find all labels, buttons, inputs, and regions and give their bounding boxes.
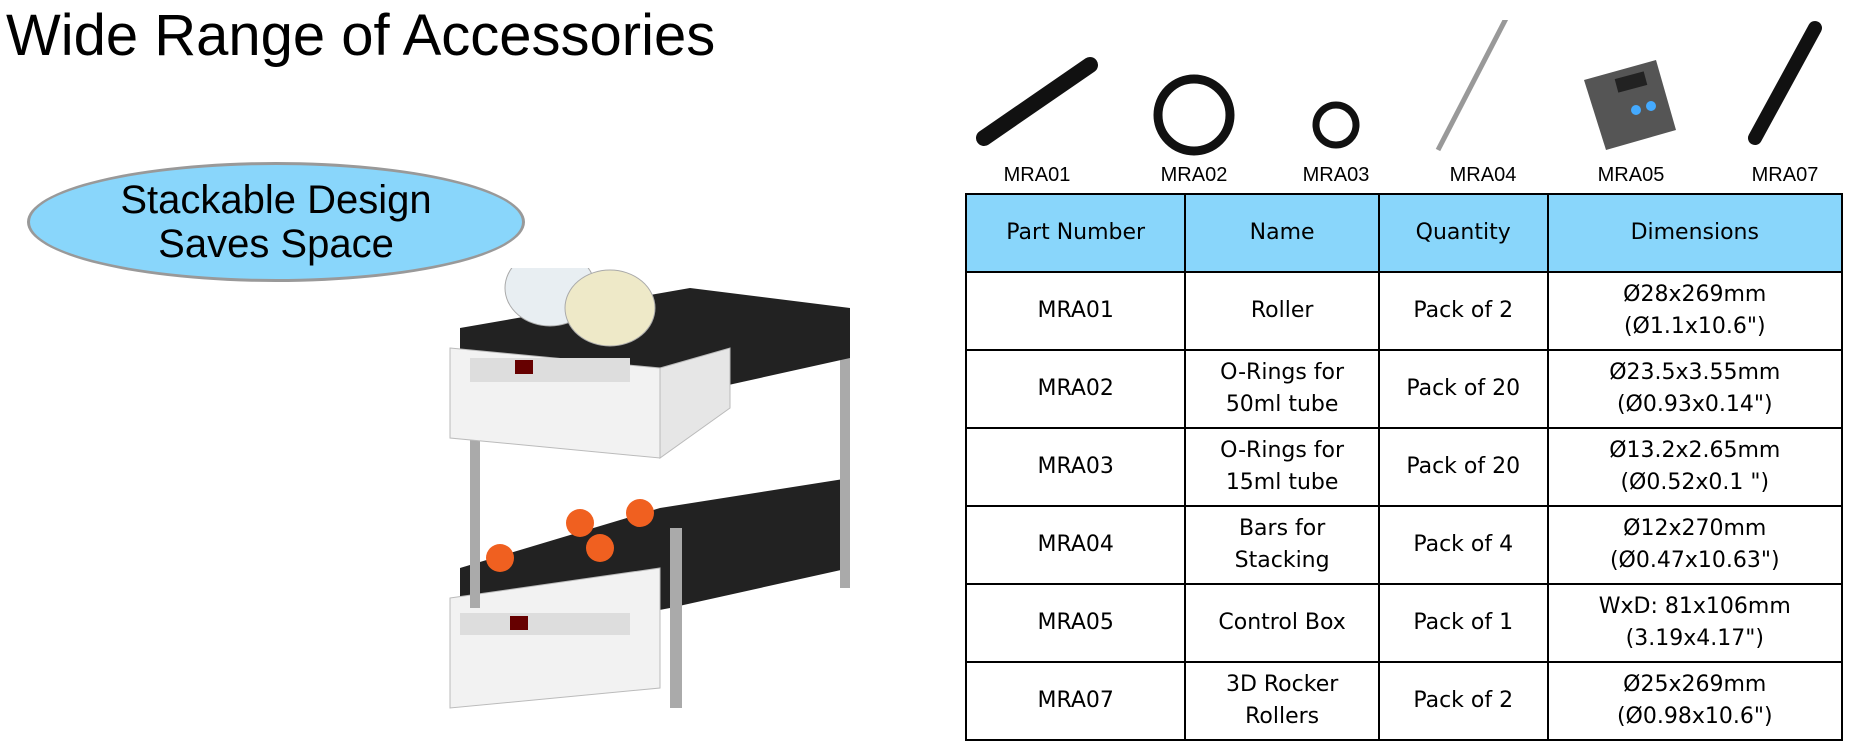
accessory-mra02: MRA02 — [1119, 20, 1269, 190]
cell-dimensions-line: (Ø0.98x10.6") — [1616, 704, 1773, 729]
small-o-ring-icon — [1312, 101, 1360, 149]
accessory-label: MRA01 — [1003, 164, 1071, 186]
cell-dimensions-line: Ø12x270mm — [1623, 516, 1767, 541]
cell-quantity: Pack of 20 — [1377, 349, 1549, 429]
cell-quantity: Pack of 2 — [1377, 271, 1549, 351]
accessory-label: MRA02 — [1160, 164, 1228, 186]
cell-name-line: O-Rings for — [1220, 438, 1345, 463]
accessory-mra03: MRA03 — [1261, 20, 1411, 190]
rocker-roller-icon — [1748, 21, 1822, 145]
feature-bubble: Stackable Design Saves Space — [27, 162, 525, 282]
cell-quantity: Pack of 2 — [1377, 661, 1549, 741]
cell-quantity: Pack of 1 — [1377, 583, 1549, 663]
roller-icon — [976, 57, 1098, 146]
accessory-label: MRA05 — [1597, 164, 1665, 186]
stacking-bar-icon — [1435, 20, 1509, 152]
cell-dimensions: Ø25x269mm (Ø0.98x10.6") — [1546, 661, 1844, 741]
header-dimensions: Dimensions — [1546, 193, 1844, 273]
cell-name-line: Control Box — [1218, 610, 1346, 635]
cell-dimensions-line: (Ø1.1x10.6") — [1623, 314, 1766, 339]
accessory-mra07: MRA07 — [1710, 20, 1853, 190]
cell-dimensions-line: (Ø0.52x0.1 ") — [1620, 470, 1770, 495]
cell-quantity: Pack of 20 — [1377, 427, 1549, 507]
cell-part-number: MRA07 — [964, 661, 1187, 741]
cell-name-line: 50ml tube — [1225, 392, 1339, 417]
bubble-line-2: Saves Space — [158, 222, 394, 266]
header-name: Name — [1184, 193, 1380, 273]
table-row: MRA05 Control Box Pack of 1 WxD: 81x106mm (3… — [964, 583, 1844, 663]
cell-dimensions-line: (3.19x4.17") — [1625, 626, 1764, 651]
control-box-icon — [1584, 60, 1676, 150]
cell-name-line: Stacking — [1234, 548, 1330, 573]
cell-quantity: Pack of 4 — [1377, 505, 1549, 585]
cell-dimensions: Ø23.5x3.55mm (Ø0.93x0.14") — [1546, 349, 1844, 429]
cell-dimensions: WxD: 81x106mm (3.19x4.17") — [1546, 583, 1844, 663]
cell-name-line: Rollers — [1245, 704, 1320, 729]
cell-dimensions: Ø28x269mm (Ø1.1x10.6") — [1546, 271, 1844, 351]
table-row: MRA01 Roller Pack of 2 Ø28x269mm (Ø1.1x10.6"… — [964, 271, 1844, 351]
cell-name: O-Rings for 15ml tube — [1184, 427, 1380, 507]
cell-part-number: MRA03 — [964, 427, 1187, 507]
cell-name: Control Box — [1184, 583, 1380, 663]
cell-dimensions-line: Ø28x269mm — [1623, 282, 1767, 307]
bubble-line-1: Stackable Design — [120, 178, 432, 222]
cell-dimensions-line: WxD: 81x106mm — [1598, 594, 1791, 619]
accessory-mra05: MRA05 — [1556, 20, 1706, 190]
large-o-ring-icon — [1153, 74, 1235, 156]
cell-dimensions-line: Ø23.5x3.55mm — [1609, 360, 1781, 385]
cell-name-line: Bars for — [1238, 516, 1326, 541]
accessory-label: MRA03 — [1302, 164, 1370, 186]
cell-dimensions-line: Ø13.2x2.65mm — [1609, 438, 1781, 463]
cell-dimensions: Ø13.2x2.65mm (Ø0.52x0.1 ") — [1546, 427, 1844, 507]
accessory-label: MRA07 — [1751, 164, 1819, 186]
cell-part-number: MRA05 — [964, 583, 1187, 663]
accessories-table: Part Number Name Quantity Dimensions MRA… — [964, 193, 1844, 741]
accessory-mra04: MRA04 — [1408, 20, 1558, 190]
cell-dimensions-line: Ø25x269mm — [1623, 672, 1767, 697]
cell-dimensions-line: (Ø0.93x0.14") — [1616, 392, 1773, 417]
accessory-label: MRA04 — [1449, 164, 1517, 186]
table-header-row: Part Number Name Quantity Dimensions — [964, 193, 1844, 273]
cell-name-line: 3D Rocker — [1225, 672, 1339, 697]
cell-part-number: MRA02 — [964, 349, 1187, 429]
header-quantity: Quantity — [1377, 193, 1549, 273]
cell-part-number: MRA04 — [964, 505, 1187, 585]
accessory-mra01: MRA01 — [962, 20, 1112, 190]
cell-name-line: O-Rings for — [1220, 360, 1345, 385]
stacked-roller-product-image — [449, 268, 850, 709]
cell-name: Roller — [1184, 271, 1380, 351]
cell-name-line: 15ml tube — [1225, 470, 1339, 495]
page-title: Wide Range of Accessories — [6, 3, 716, 68]
header-part-number: Part Number — [964, 193, 1187, 273]
cell-dimensions: Ø12x270mm (Ø0.47x10.63") — [1546, 505, 1844, 585]
cell-name-line: Roller — [1250, 298, 1314, 323]
cell-part-number: MRA01 — [964, 271, 1187, 351]
cell-name: O-Rings for 50ml tube — [1184, 349, 1380, 429]
cell-dimensions-line: (Ø0.47x10.63") — [1609, 548, 1780, 573]
